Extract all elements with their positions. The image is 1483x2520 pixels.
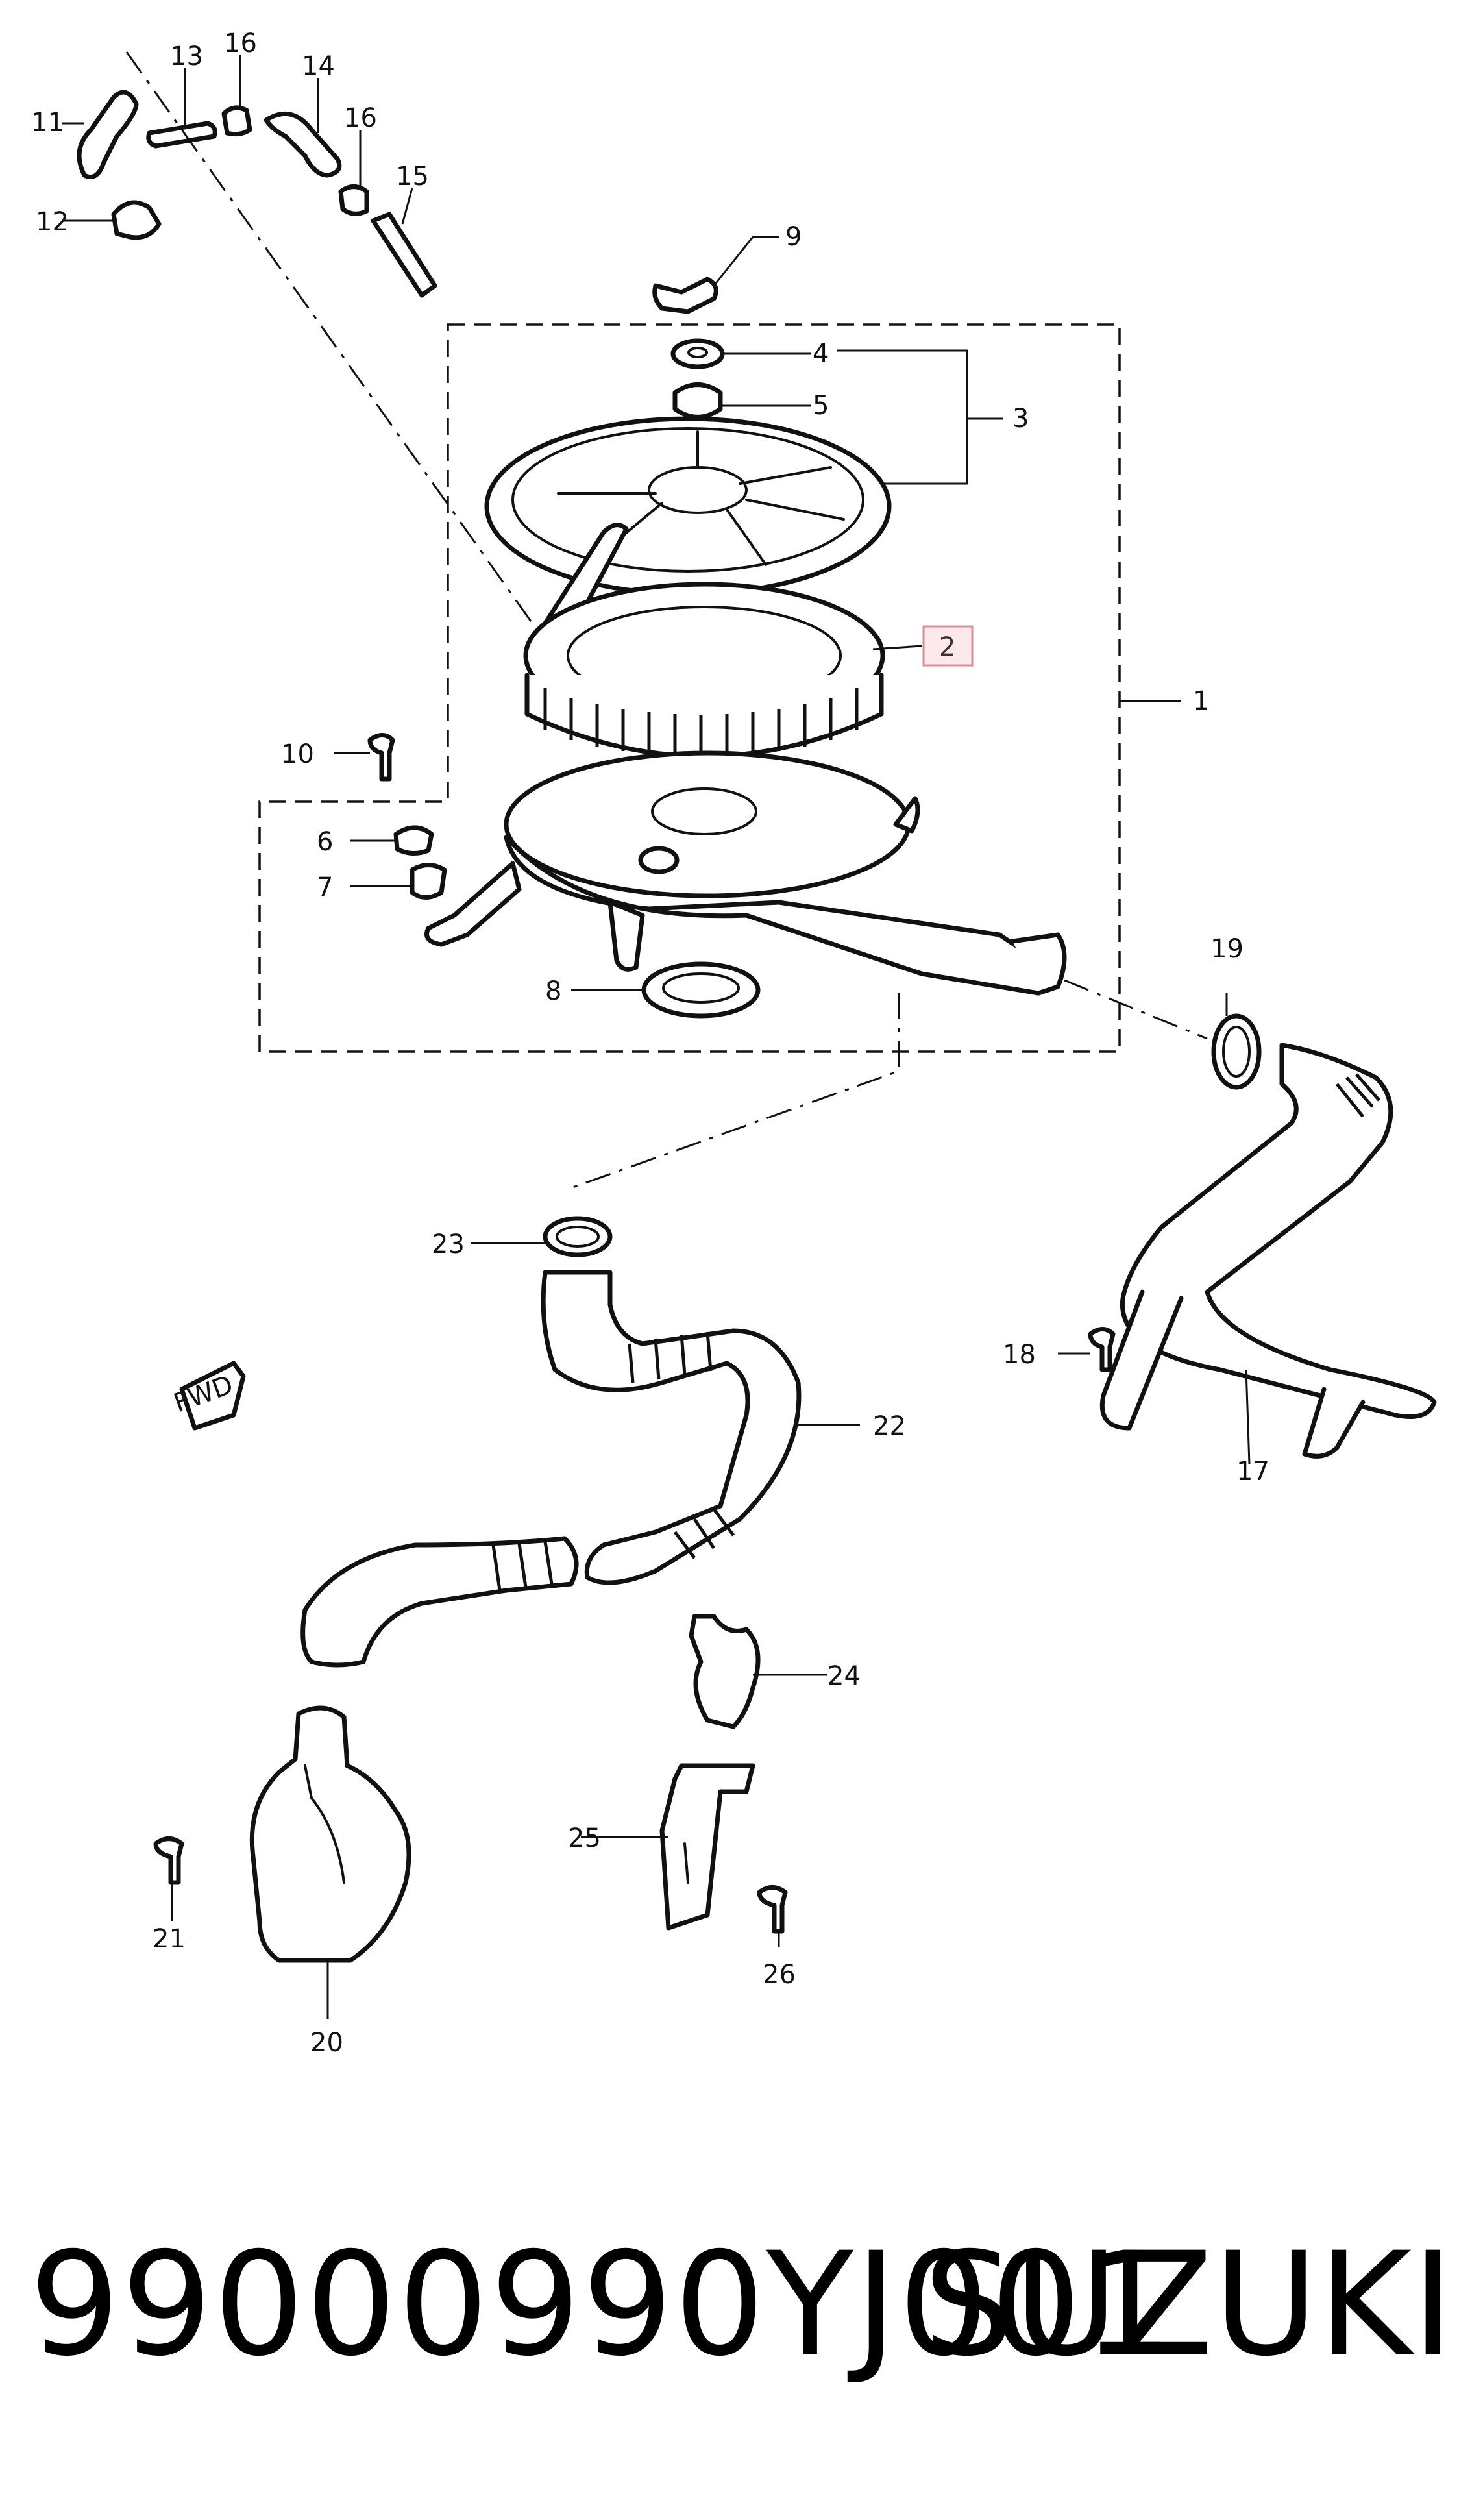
callout-15[interactable]: 15 [396,162,429,191]
part-13-hose-connector[interactable] [146,121,217,149]
part-11-elbow-hose[interactable] [77,90,139,179]
part-7-bushing[interactable] [410,863,447,900]
callout-26[interactable]: 26 [763,1960,796,1990]
callout-12[interactable]: 12 [36,207,69,237]
part-2-filter-element[interactable] [523,582,885,759]
air-cleaner-case[interactable] [424,750,1067,996]
callout-2[interactable]: 2 [939,632,955,662]
callout-20[interactable]: 20 [310,2028,343,2058]
callout-11[interactable]: 11 [31,108,64,138]
callout-9[interactable]: 9 [785,222,802,252]
callout-10[interactable]: 10 [281,739,314,769]
fwd-arrow-icon: FWD [170,1361,246,1431]
leader-chain-hose-to-cover [125,51,533,624]
part-19-hose-clamp[interactable] [1211,1013,1262,1090]
callout-1[interactable]: 1 [1193,686,1209,716]
part-20-resonator[interactable] [249,1705,411,1963]
part-16-clamp-upper[interactable] [221,105,252,137]
callout-24[interactable]: 24 [827,1661,861,1691]
part-26-bolt[interactable] [757,1885,788,1934]
part-22-duct-hose[interactable] [300,1270,802,1668]
part-6-grommet[interactable] [393,825,434,856]
part-number: 99000990YJ001 [29,2221,1175,2388]
part-8-gasket[interactable] [641,961,761,1019]
part-9-wing-nut[interactable] [652,277,718,314]
callout-23[interactable]: 23 [432,1229,465,1259]
air-cleaner-parts-diagram: FWD 11 12 13 16 14 16 15 9 4 [31,29,1437,2058]
callout-18[interactable]: 18 [1003,1340,1036,1370]
callout-21[interactable]: 21 [153,1924,186,1954]
part-10-bolt[interactable] [367,733,395,782]
callout-25[interactable]: 25 [568,1823,601,1853]
assembly-boundary [258,323,1121,1053]
callout-14[interactable]: 14 [302,51,335,81]
part-5-seal[interactable] [672,382,723,419]
callout-4[interactable]: 4 [813,339,829,369]
footer: 99000990YJ001 SUZUKI [0,2233,1483,2428]
leader-chain-to-19 [1064,979,1208,1040]
part-12-clip[interactable] [111,200,162,240]
part-17-intake-pipe[interactable] [1099,1043,1437,1459]
callout-7[interactable]: 7 [317,872,333,902]
callout-6[interactable]: 6 [317,827,333,857]
callout-8[interactable]: 8 [545,976,561,1006]
callout-16b[interactable]: 16 [344,103,377,133]
part-4-washer[interactable] [670,338,725,369]
part-23-band[interactable] [543,1216,613,1257]
leader-chain-to-23 [570,993,900,1189]
part-14-hose[interactable] [264,111,342,178]
leader-lines [62,55,1251,2019]
callout-19[interactable]: 19 [1210,934,1244,964]
part-25-bracket[interactable] [659,1763,755,1931]
part-24-clamp[interactable] [689,1614,761,1729]
callout-5[interactable]: 5 [813,391,829,421]
part-15-pcv-valve[interactable] [371,212,437,298]
brand-name: SUZUKI [923,2221,1454,2388]
callout-17[interactable]: 17 [1236,1457,1269,1487]
callout-3[interactable]: 3 [1012,404,1029,434]
callout-16a[interactable]: 16 [224,29,257,58]
part-16-clamp-lower[interactable] [338,184,369,216]
callout-13[interactable]: 13 [170,42,203,71]
callout-22[interactable]: 22 [873,1411,906,1441]
part-21-screw[interactable] [153,1836,184,1885]
part-18-bolt[interactable] [1088,1327,1116,1372]
callout-2-highlight[interactable]: 2 [922,625,974,667]
